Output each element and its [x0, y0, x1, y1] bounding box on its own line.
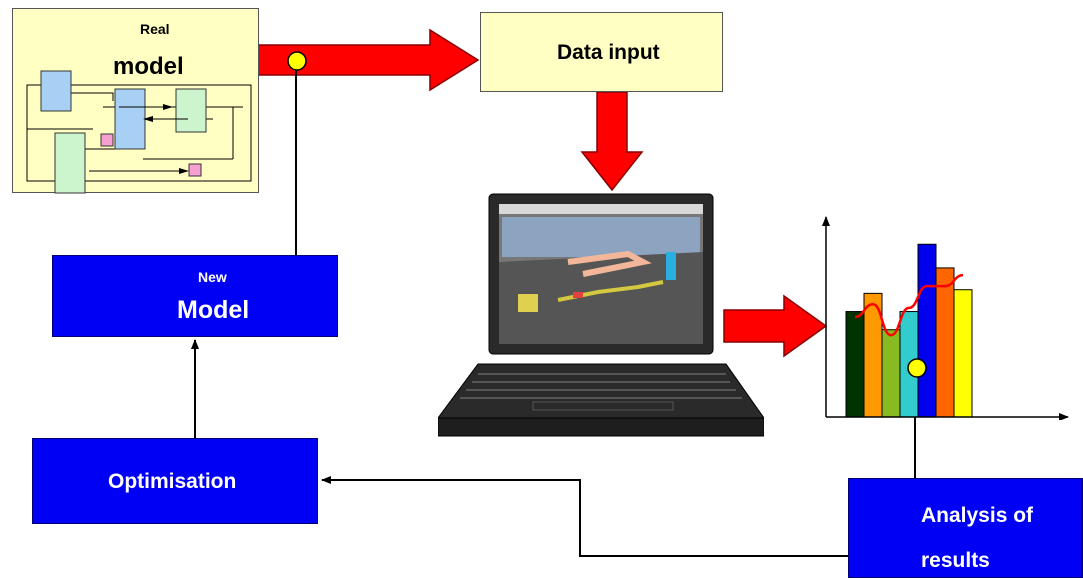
- red-arrow-to-chart: [723, 294, 828, 358]
- data-input-box[interactable]: Data input: [480, 12, 723, 92]
- chart-bar-1: [845, 311, 865, 418]
- chart-bar-5: [917, 243, 937, 418]
- chart-bar-6: [935, 267, 955, 418]
- real-model-title-large: model: [113, 53, 184, 80]
- real-model-schematic: [26, 70, 252, 194]
- analysis-label-line1: Analysis of: [921, 504, 1034, 527]
- connector-analysis-to-optimisation: [321, 476, 848, 557]
- chart-bar-7: [953, 289, 973, 418]
- marker-circle-chart: [907, 358, 927, 378]
- analysis-label-line2: results: [921, 549, 990, 572]
- marker-circle-real: [287, 51, 307, 71]
- optimisation-box[interactable]: Optimisation: [32, 438, 318, 524]
- real-model-box[interactable]: Real model: [12, 8, 259, 194]
- chart-bar-3: [881, 329, 901, 418]
- analysis-box[interactable]: Analysis of results: [848, 478, 1083, 578]
- new-model-title-small: New: [198, 269, 227, 285]
- new-model-box[interactable]: New Model: [52, 255, 338, 337]
- chart-overlay-line: [854, 273, 964, 337]
- optimisation-label: Optimisation: [108, 470, 237, 493]
- red-arrow-to-data-input: [257, 28, 480, 92]
- laptop-icon: [438, 193, 764, 437]
- data-input-label: Data input: [557, 41, 660, 64]
- real-model-title-small: Real: [140, 21, 170, 37]
- results-chart: [822, 216, 1069, 420]
- red-arrow-to-laptop: [580, 91, 644, 192]
- new-model-title-large: Model: [177, 296, 250, 324]
